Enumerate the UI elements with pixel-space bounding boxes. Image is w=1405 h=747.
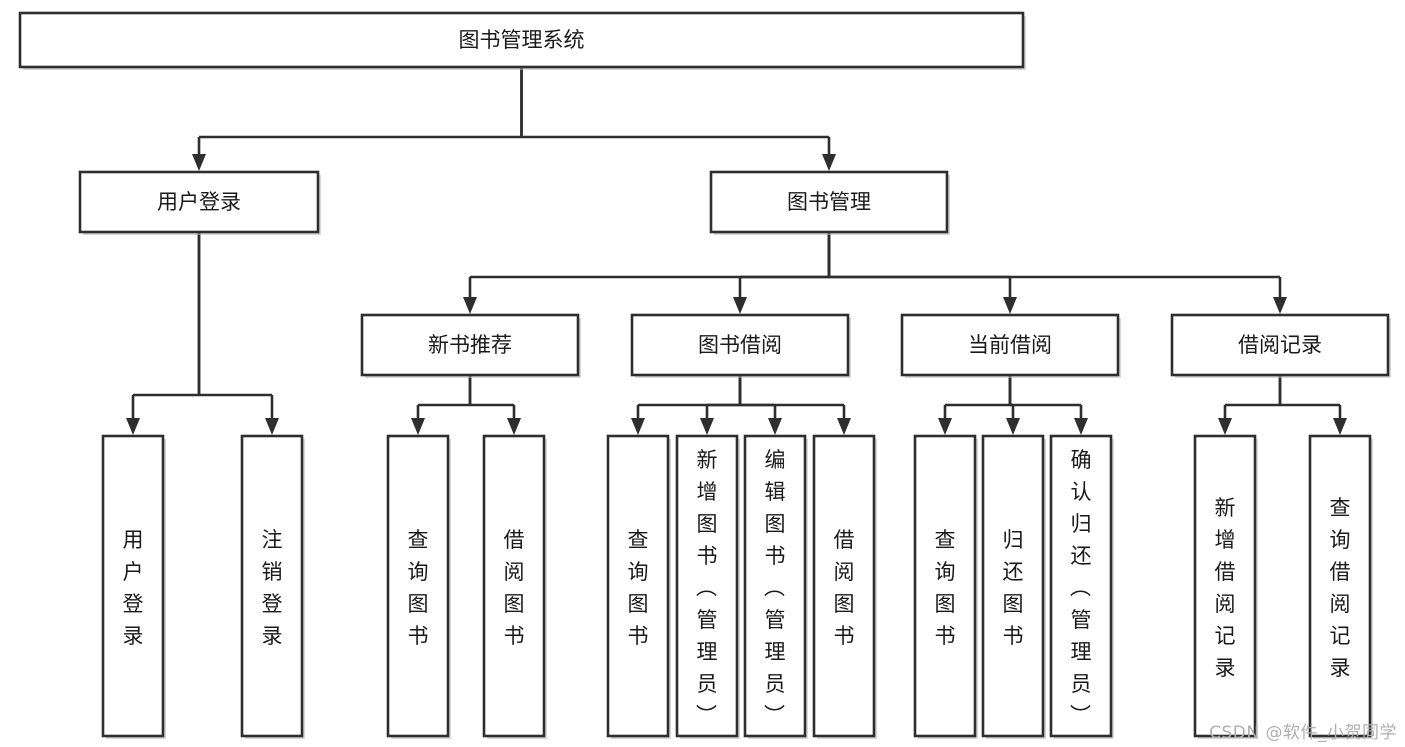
connector-book-management-to-book-borrow — [733, 232, 831, 314]
connector-borrow-record-to-leaf-query-record — [1278, 375, 1347, 435]
node-label: 注销登录 — [262, 528, 283, 648]
node-leaf-logout[interactable]: 注销登录 — [240, 434, 305, 739]
node-leaf-query-book-1[interactable]: 查询图书 — [386, 434, 451, 739]
node-label: 图书借阅 — [698, 333, 782, 357]
node-leaf-edit-book[interactable]: 编辑图书（管理员） — [743, 434, 808, 739]
arrow-head-icon — [1006, 418, 1020, 435]
node-label: 用户登录 — [123, 528, 144, 648]
node-leaf-add-record[interactable]: 新增借阅记录 — [1193, 434, 1258, 739]
node-leaf-query-book-3[interactable]: 查询图书 — [913, 434, 978, 739]
node-box[interactable] — [1308, 434, 1372, 738]
node-label: 确认归还（管理员） — [1070, 448, 1092, 728]
node-label: 用户登录 — [157, 190, 241, 214]
node-box[interactable] — [606, 434, 670, 738]
node-label: 查询借阅记录 — [1330, 496, 1351, 680]
arrow-head-icon — [1003, 297, 1017, 314]
node-box[interactable] — [78, 170, 320, 234]
node-leaf-user-login[interactable]: 用户登录 — [101, 434, 166, 739]
node-box[interactable] — [1049, 434, 1113, 738]
node-box[interactable] — [981, 434, 1045, 738]
node-label: 借阅记录 — [1238, 333, 1322, 357]
arrow-head-icon — [822, 154, 836, 171]
connector-new-book-recommend-to-leaf-borrow-book-1 — [468, 375, 521, 435]
node-leaf-add-book[interactable]: 新增图书（管理员） — [675, 434, 740, 739]
arrow-head-icon — [411, 418, 425, 435]
arrow-head-icon — [192, 154, 206, 171]
connector-book-management-to-current-borrow — [827, 232, 1017, 314]
arrow-head-icon — [700, 418, 714, 435]
arrow-head-icon — [1273, 297, 1287, 314]
node-new-book-recommend[interactable]: 新书推荐 — [360, 313, 581, 378]
node-label: 查询图书 — [935, 528, 956, 648]
connector-current-borrow-to-leaf-confirm-return — [1008, 375, 1088, 435]
node-label: 新书推荐 — [428, 333, 512, 357]
node-leaf-borrow-book-2[interactable]: 借阅图书 — [812, 434, 877, 739]
arrow-head-icon — [1218, 418, 1232, 435]
arrow-head-icon — [1333, 418, 1347, 435]
node-label: 借阅图书 — [834, 528, 855, 648]
arrow-head-icon — [1074, 418, 1088, 435]
arrow-head-icon — [463, 297, 477, 314]
arrow-head-icon — [631, 418, 645, 435]
node-box[interactable] — [240, 434, 304, 738]
node-label: 归还图书 — [1003, 528, 1024, 648]
node-box[interactable] — [1170, 313, 1390, 377]
connector-borrow-record-to-leaf-add-record — [1218, 375, 1282, 435]
node-leaf-return-book[interactable]: 归还图书 — [981, 434, 1046, 739]
node-user-login[interactable]: 用户登录 — [78, 170, 321, 235]
arrow-head-icon — [938, 418, 952, 435]
connector-root-to-book-management — [520, 67, 836, 171]
connector-user-login-to-leaf-user-login — [126, 232, 201, 435]
arrow-head-icon — [733, 297, 747, 314]
arrow-head-icon — [265, 418, 279, 435]
node-box[interactable] — [812, 434, 876, 738]
node-label: 查询图书 — [628, 528, 649, 648]
nodes-layer: 图书管理系统用户登录图书管理新书推荐图书借阅当前借阅借阅记录用户登录注销登录查询… — [18, 11, 1391, 739]
node-label: 查询图书 — [408, 528, 429, 648]
node-box[interactable] — [101, 434, 165, 738]
node-borrow-record[interactable]: 借阅记录 — [1170, 313, 1391, 378]
edges-layer — [126, 67, 1347, 435]
node-box[interactable] — [630, 313, 850, 377]
node-label: 借阅图书 — [504, 528, 525, 648]
node-book-management[interactable]: 图书管理 — [709, 170, 950, 235]
connector-root-to-user-login — [192, 67, 523, 171]
connector-book-management-to-new-book-recommend — [463, 232, 831, 314]
connector-book-borrow-to-leaf-borrow-book-2 — [738, 375, 851, 435]
node-leaf-query-book-2[interactable]: 查询图书 — [606, 434, 671, 739]
node-label: 图书管理系统 — [459, 28, 585, 52]
connector-user-login-to-leaf-logout — [197, 232, 279, 435]
node-box[interactable] — [900, 313, 1120, 377]
node-box[interactable] — [913, 434, 977, 738]
node-label: 图书管理 — [787, 190, 871, 214]
node-book-borrow[interactable]: 图书借阅 — [630, 313, 851, 378]
node-leaf-confirm-return[interactable]: 确认归还（管理员） — [1049, 434, 1114, 739]
node-box[interactable] — [675, 434, 739, 738]
connector-book-borrow-to-leaf-add-book — [700, 375, 742, 435]
connector-book-management-to-borrow-record — [827, 232, 1287, 314]
connector-new-book-recommend-to-leaf-query-book-1 — [411, 375, 472, 435]
node-box[interactable] — [743, 434, 807, 738]
node-root[interactable]: 图书管理系统 — [18, 11, 1026, 70]
node-box[interactable] — [386, 434, 450, 738]
node-label: 新增借阅记录 — [1215, 496, 1236, 680]
node-box[interactable] — [360, 313, 580, 377]
arrow-head-icon — [507, 418, 521, 435]
node-box[interactable] — [709, 170, 949, 234]
node-label: 编辑图书（管理员） — [764, 448, 786, 728]
node-label: 当前借阅 — [968, 333, 1052, 357]
watermark-text: CSDN @软件_小贺同学 — [1209, 723, 1397, 743]
node-box[interactable] — [1193, 434, 1257, 738]
node-leaf-borrow-book-1[interactable]: 借阅图书 — [482, 434, 547, 739]
node-box[interactable] — [482, 434, 546, 738]
arrow-head-icon — [768, 418, 782, 435]
arrow-head-icon — [837, 418, 851, 435]
node-leaf-query-record[interactable]: 查询借阅记录 — [1308, 434, 1373, 739]
node-current-borrow[interactable]: 当前借阅 — [900, 313, 1121, 378]
arrow-head-icon — [126, 418, 140, 435]
node-box[interactable] — [18, 11, 1025, 69]
connector-current-borrow-to-leaf-query-book-3 — [938, 375, 1012, 435]
node-label: 新增图书（管理员） — [696, 448, 718, 728]
